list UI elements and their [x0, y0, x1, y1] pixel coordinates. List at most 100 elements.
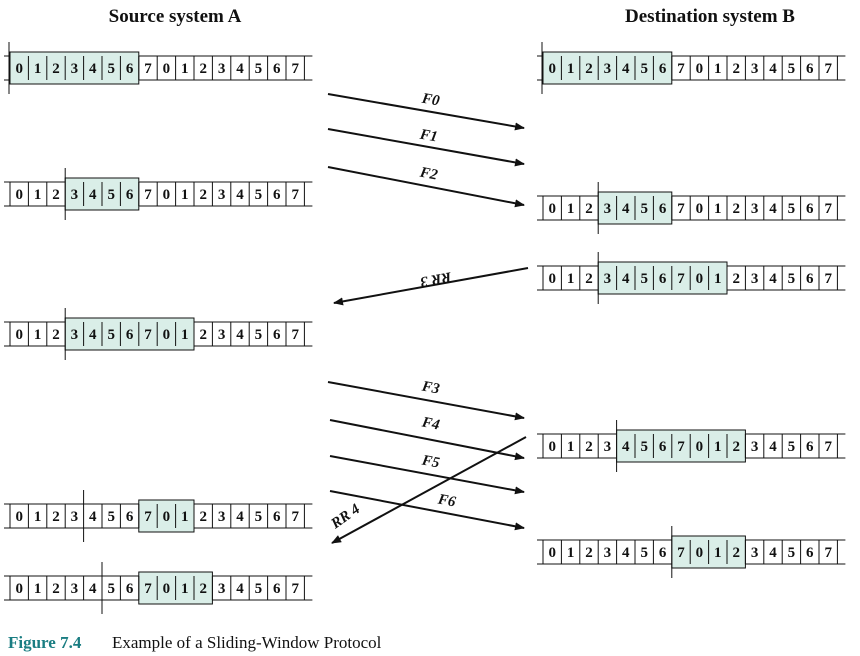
- seq-cell: 1: [567, 61, 575, 77]
- message-f6: F6: [329, 490, 525, 531]
- seq-cell: 5: [640, 439, 648, 455]
- seq-cell: 4: [622, 439, 630, 455]
- seq-cell: 0: [696, 61, 704, 77]
- message-label: F3: [420, 378, 442, 397]
- seq-cell: 6: [806, 201, 814, 217]
- seq-cell: 0: [15, 509, 23, 525]
- caption-text: Example of a Sliding-Window Protocol: [112, 633, 382, 652]
- seq-cell: 5: [640, 271, 648, 287]
- seq-cell: 7: [677, 61, 685, 77]
- seq-cell: 5: [107, 187, 115, 203]
- seq-cell: 1: [34, 187, 42, 203]
- message-f0: F0: [327, 91, 525, 131]
- seq-cell: 0: [163, 187, 171, 203]
- seq-cell: 6: [273, 187, 281, 203]
- seq-cell: 0: [163, 581, 171, 597]
- seq-cell: 0: [548, 439, 556, 455]
- seq-cell: 4: [236, 509, 244, 525]
- message-label: F6: [436, 491, 458, 510]
- seq-cell: 4: [89, 509, 97, 525]
- seq-cell: 3: [751, 201, 759, 217]
- seq-cell: 4: [769, 439, 777, 455]
- seq-cell: 6: [126, 509, 134, 525]
- seq-cell: 2: [199, 327, 207, 343]
- seq-cell: 1: [181, 61, 189, 77]
- seq-cell: 2: [52, 187, 60, 203]
- seq-cell: 5: [255, 581, 263, 597]
- message-arrow: [327, 128, 525, 167]
- message-label: F2: [418, 164, 440, 183]
- seq-cell: 5: [788, 545, 796, 561]
- seq-cell: 4: [89, 61, 97, 77]
- seq-cell: 1: [567, 271, 575, 287]
- seq-cell: 2: [585, 439, 593, 455]
- seq-cell: 3: [218, 187, 226, 203]
- seq-cell: 1: [34, 61, 42, 77]
- seq-cell: 4: [769, 271, 777, 287]
- seq-cell: 1: [34, 327, 42, 343]
- message-f4: F4: [329, 414, 525, 461]
- seq-cell: 3: [71, 581, 79, 597]
- message-arrow: [333, 267, 529, 306]
- seq-cell: 7: [677, 271, 685, 287]
- seq-cell: 7: [291, 509, 299, 525]
- message-arrow: [329, 455, 525, 495]
- seq-cell: 0: [163, 509, 171, 525]
- seq-cell: 1: [714, 61, 722, 77]
- seq-cell: 0: [696, 271, 704, 287]
- seq-cell: 4: [622, 61, 630, 77]
- seq-cell: 0: [696, 545, 704, 561]
- seq-cell: 0: [696, 439, 704, 455]
- source-header: Source system A: [109, 6, 242, 27]
- window-box: [64, 317, 195, 351]
- message-rr3: RR 3: [333, 267, 529, 306]
- destination-header: Destination system B: [625, 6, 795, 27]
- caption-number: Figure 7.4: [8, 633, 82, 652]
- seq-cell: 7: [144, 581, 152, 597]
- seq-cell: 7: [144, 187, 152, 203]
- message-arrow: [327, 166, 525, 208]
- seq-cell: 3: [604, 201, 612, 217]
- message-arrow: [327, 381, 525, 421]
- seq-cell: 3: [604, 545, 612, 561]
- seq-cell: 4: [769, 545, 777, 561]
- seq-cell: 6: [806, 545, 814, 561]
- seq-cell: 7: [144, 61, 152, 77]
- seq-cell: 2: [199, 581, 207, 597]
- message-label: F1: [418, 126, 439, 145]
- seq-cell: 4: [769, 61, 777, 77]
- seq-cell: 2: [732, 545, 740, 561]
- seq-cell: 1: [567, 439, 575, 455]
- seq-cell: 3: [751, 439, 759, 455]
- seq-cell: 2: [52, 581, 60, 597]
- seq-cell: 5: [788, 271, 796, 287]
- seq-cell: 2: [52, 327, 60, 343]
- seq-cell: 2: [199, 61, 207, 77]
- seq-cell: 2: [585, 271, 593, 287]
- seq-cell: 4: [236, 581, 244, 597]
- message-f2: F2: [327, 164, 525, 208]
- seq-cell: 1: [181, 187, 189, 203]
- seq-cell: 2: [732, 439, 740, 455]
- seq-cell: 6: [659, 61, 667, 77]
- seq-cell: 4: [769, 201, 777, 217]
- seq-cell: 5: [640, 545, 648, 561]
- message-f3: F3: [327, 378, 525, 421]
- seq-cell: 7: [677, 201, 685, 217]
- seq-cell: 6: [806, 439, 814, 455]
- seq-cell: 1: [181, 327, 189, 343]
- seq-cell: 2: [585, 201, 593, 217]
- seq-cell: 1: [567, 545, 575, 561]
- seq-cell: 0: [696, 201, 704, 217]
- seq-cell: 7: [144, 509, 152, 525]
- seq-cell: 2: [585, 545, 593, 561]
- seq-cell: 2: [52, 509, 60, 525]
- seq-cell: 0: [163, 327, 171, 343]
- seq-cell: 3: [751, 61, 759, 77]
- seq-cell: 6: [659, 201, 667, 217]
- window-box: [597, 261, 728, 295]
